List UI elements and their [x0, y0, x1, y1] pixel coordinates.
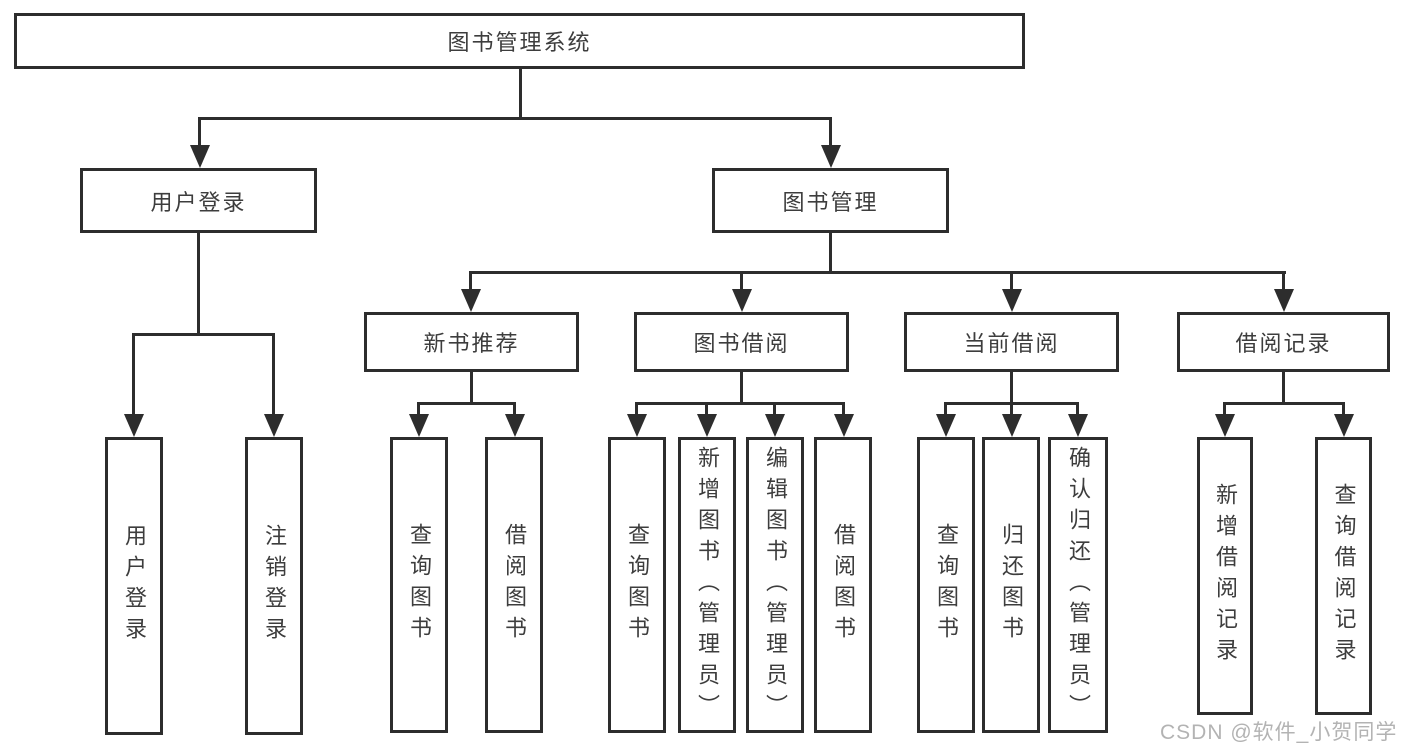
leaf-query-borrow-record: 查询借阅记录	[1315, 437, 1372, 715]
node-label: 用户登录	[122, 524, 147, 648]
connector-line	[1010, 372, 1013, 404]
connector-line	[132, 333, 275, 336]
node-label: 借阅记录	[1235, 331, 1332, 356]
connector-line	[944, 402, 947, 416]
node-label: 查询图书	[934, 523, 959, 647]
node-label: 查询借阅记录	[1331, 483, 1357, 669]
arrow-down-icon	[1215, 414, 1235, 437]
node-label: 新增借阅记录	[1213, 483, 1238, 669]
leaf-user-login: 用户登录	[105, 437, 163, 735]
leaf-add-books-admin: 新增图书（管理员）	[678, 437, 736, 733]
connector-line	[842, 402, 845, 416]
leaf-logout: 注销登录	[245, 437, 303, 735]
node-label: 新书推荐	[423, 331, 520, 356]
node-label: 确认归还（管理员）	[1066, 445, 1091, 725]
connector-line	[1223, 402, 1226, 416]
connector-line	[469, 271, 472, 291]
leaf-return-books: 归还图书	[982, 437, 1040, 733]
connector-line	[829, 117, 832, 147]
connector-line	[272, 333, 275, 416]
connector-line	[417, 402, 420, 416]
connector-line	[1076, 402, 1079, 416]
csdn-watermark: CSDN @软件_小贺同学	[1160, 721, 1398, 744]
node-book-borrowing: 图书借阅	[634, 312, 849, 372]
arrow-down-icon	[264, 414, 284, 437]
connector-line	[198, 117, 201, 147]
connector-line	[417, 402, 516, 405]
connector-line	[1282, 372, 1285, 404]
arrow-down-icon	[505, 414, 525, 437]
arrow-down-icon	[697, 414, 717, 437]
node-root-library-system: 图书管理系统	[14, 13, 1025, 69]
arrow-down-icon	[1334, 414, 1354, 437]
connector-line	[519, 69, 522, 119]
connector-line	[705, 402, 708, 416]
connector-line	[197, 233, 200, 335]
connector-line	[1342, 402, 1345, 416]
arrow-down-icon	[834, 414, 854, 437]
node-user-login-branch: 用户登录	[80, 168, 317, 233]
node-borrowing-records: 借阅记录	[1177, 312, 1390, 372]
node-label: 当前借阅	[963, 331, 1060, 356]
arrow-down-icon	[765, 414, 785, 437]
connector-line	[1010, 402, 1013, 416]
node-label: 新增图书（管理员）	[695, 445, 720, 725]
node-label: 图书管理系统	[447, 30, 592, 55]
node-current-borrowing: 当前借阅	[904, 312, 1119, 372]
arrow-down-icon	[124, 414, 144, 437]
node-label: 编辑图书（管理员）	[763, 445, 788, 725]
arrow-down-icon	[1274, 289, 1294, 312]
arrow-down-icon	[627, 414, 647, 437]
arrow-down-icon	[821, 145, 841, 168]
arrow-down-icon	[1002, 414, 1022, 437]
node-label: 借阅图书	[502, 523, 527, 647]
arrow-down-icon	[1068, 414, 1088, 437]
node-new-book-recommend: 新书推荐	[364, 312, 579, 372]
node-book-management-branch: 图书管理	[712, 168, 949, 233]
node-label: 借阅图书	[831, 523, 856, 647]
arrow-down-icon	[732, 289, 752, 312]
connector-line	[198, 117, 832, 120]
arrow-down-icon	[190, 145, 210, 168]
connector-line	[513, 402, 516, 416]
connector-line	[829, 233, 832, 274]
node-label: 查询图书	[407, 523, 432, 647]
node-label: 用户登录	[150, 189, 247, 215]
node-label: 图书借阅	[693, 331, 790, 356]
leaf-query-books-2: 查询图书	[608, 437, 666, 733]
leaf-confirm-return-admin: 确认归还（管理员）	[1048, 437, 1108, 733]
leaf-borrow-books-2: 借阅图书	[814, 437, 872, 733]
connector-line	[635, 402, 638, 416]
leaf-add-borrow-record: 新增借阅记录	[1197, 437, 1253, 715]
connector-line	[132, 333, 135, 416]
connector-line	[1282, 271, 1285, 291]
arrow-down-icon	[1002, 289, 1022, 312]
leaf-borrow-books-1: 借阅图书	[485, 437, 543, 733]
node-label: 注销登录	[262, 524, 287, 648]
node-label: 图书管理	[782, 189, 879, 215]
arrow-down-icon	[936, 414, 956, 437]
connector-line	[470, 372, 473, 404]
connector-line	[740, 271, 743, 291]
node-label: 归还图书	[999, 523, 1024, 647]
connector-line	[635, 402, 845, 405]
arrow-down-icon	[461, 289, 481, 312]
connector-line	[773, 402, 776, 416]
leaf-query-books-1: 查询图书	[390, 437, 448, 733]
connector-line	[469, 271, 1286, 274]
connector-line	[1223, 402, 1345, 405]
leaf-edit-books-admin: 编辑图书（管理员）	[746, 437, 804, 733]
connector-line	[740, 372, 743, 404]
leaf-query-books-3: 查询图书	[917, 437, 975, 733]
node-label: 查询图书	[625, 523, 650, 647]
arrow-down-icon	[409, 414, 429, 437]
connector-line	[1010, 271, 1013, 291]
